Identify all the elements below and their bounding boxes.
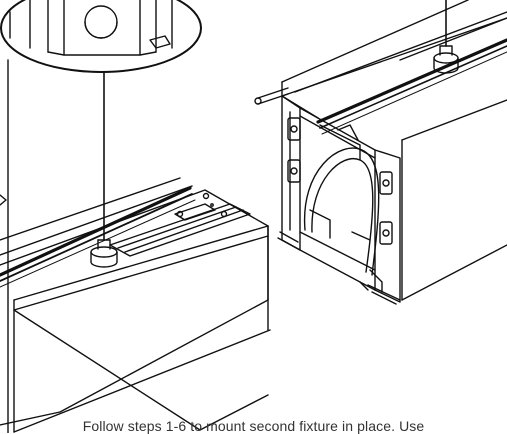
instruction-caption: Follow steps 1-6 to mount second fixture… <box>82 418 425 434</box>
left-fixture <box>0 59 271 433</box>
detail-magnifier <box>0 0 202 73</box>
right-fixture <box>254 0 507 305</box>
left-fixture-bottom <box>199 394 269 431</box>
